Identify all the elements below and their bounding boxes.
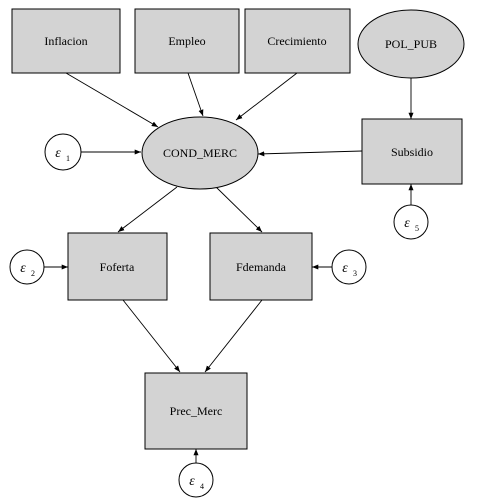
edge-empleo-to-cond-merc xyxy=(187,72,204,117)
node-label: Prec_Merc xyxy=(170,404,223,418)
node-label: Fdemanda xyxy=(236,260,287,274)
error-index: 3 xyxy=(353,269,357,278)
error-index: 4 xyxy=(200,482,204,491)
epsilon-symbol: ε xyxy=(342,261,348,276)
node-prec-merc: Prec_Merc xyxy=(144,372,248,450)
node-label: COND_MERC xyxy=(163,146,237,160)
node-fdemanda: Fdemanda xyxy=(209,232,313,301)
error-e2: ε 2 xyxy=(9,249,45,285)
box-shape xyxy=(134,8,240,74)
edge-subsidio-to-cond-merc xyxy=(257,150,363,157)
edge-cond-merc-to-fdemanda xyxy=(215,186,263,233)
node-empleo: Empleo xyxy=(134,8,240,74)
error-e5: ε 5 xyxy=(393,204,429,240)
error-e4: ε 4 xyxy=(178,462,214,498)
error-circle xyxy=(393,204,429,240)
edges xyxy=(44,72,414,463)
error-index: 2 xyxy=(31,269,35,278)
node-label: POL_PUB xyxy=(385,37,437,51)
error-circle xyxy=(331,249,367,285)
error-e1: ε 1 xyxy=(44,133,82,171)
error-index: 5 xyxy=(415,224,419,233)
epsilon-symbol: ε xyxy=(189,474,195,489)
box-shape xyxy=(144,372,248,450)
node-label: Inflacion xyxy=(44,34,87,48)
node-label: Crecimiento xyxy=(267,34,326,48)
node-label: Subsidio xyxy=(391,145,433,159)
epsilon-symbol: ε xyxy=(20,261,26,276)
edge-foferta-to-prec-merc xyxy=(122,299,181,373)
box-shape xyxy=(244,8,351,74)
edge-inflacion-to-cond-merc xyxy=(65,72,159,128)
edge-crecimiento-to-cond-merc xyxy=(235,72,298,121)
node-crecimiento: Crecimiento xyxy=(244,8,351,74)
node-subsidio: Subsidio xyxy=(361,118,463,185)
edge-fdemanda-to-prec-merc xyxy=(204,299,263,373)
edge-cond-merc-to-foferta xyxy=(117,186,178,233)
error-index: 1 xyxy=(66,154,70,163)
box-shape xyxy=(361,118,463,185)
box-shape xyxy=(209,232,313,301)
node-foferta: Foferta xyxy=(67,232,168,301)
error-circle xyxy=(9,249,45,285)
epsilon-symbol: ε xyxy=(55,146,61,161)
node-pol-pub: POL_PUB xyxy=(357,9,465,79)
node-label: Empleo xyxy=(168,34,205,48)
node-inflacion: Inflacion xyxy=(11,8,121,74)
box-shape xyxy=(67,232,168,301)
ellipse-shape xyxy=(141,116,259,190)
node-cond-merc: COND_MERC xyxy=(141,116,259,190)
box-shape xyxy=(11,8,121,74)
ellipse-shape xyxy=(357,9,465,79)
epsilon-symbol: ε xyxy=(404,216,410,231)
error-circle xyxy=(44,133,82,171)
node-label: Foferta xyxy=(100,260,135,274)
error-circle xyxy=(178,462,214,498)
error-e3: ε 3 xyxy=(331,249,367,285)
